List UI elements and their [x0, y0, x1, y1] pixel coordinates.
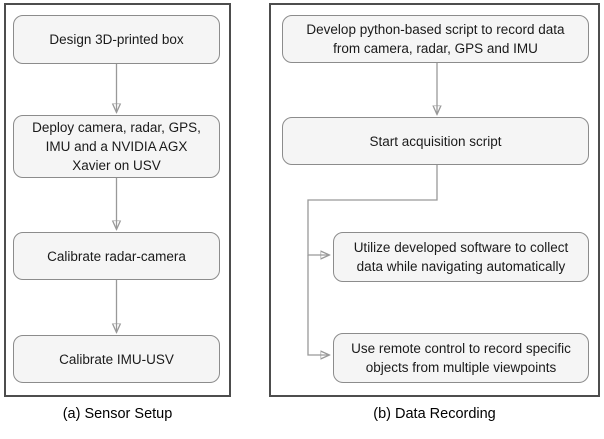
node-design-3d-printed-box: Design 3D-printed box [13, 15, 220, 64]
node-calibrate-imu-usv: Calibrate IMU-USV [13, 335, 220, 383]
panel-sensor-setup [4, 3, 231, 397]
panel-data-recording [269, 3, 600, 397]
node-calibrate-radar-camera: Calibrate radar-camera [13, 232, 220, 280]
node-develop-python-script: Develop python-based script to record da… [282, 15, 589, 63]
node-collect-data-auto: Utilize developed software to collect da… [333, 232, 589, 282]
node-start-acquisition: Start acquisition script [282, 117, 589, 165]
node-deploy-sensors-on-usv: Deploy camera, radar, GPS, IMU and a NVI… [13, 115, 220, 178]
caption-data-recording: (b) Data Recording [373, 406, 496, 422]
caption-sensor-setup: (a) Sensor Setup [62, 406, 173, 422]
node-remote-control-record: Use remote control to record specific ob… [333, 333, 589, 383]
